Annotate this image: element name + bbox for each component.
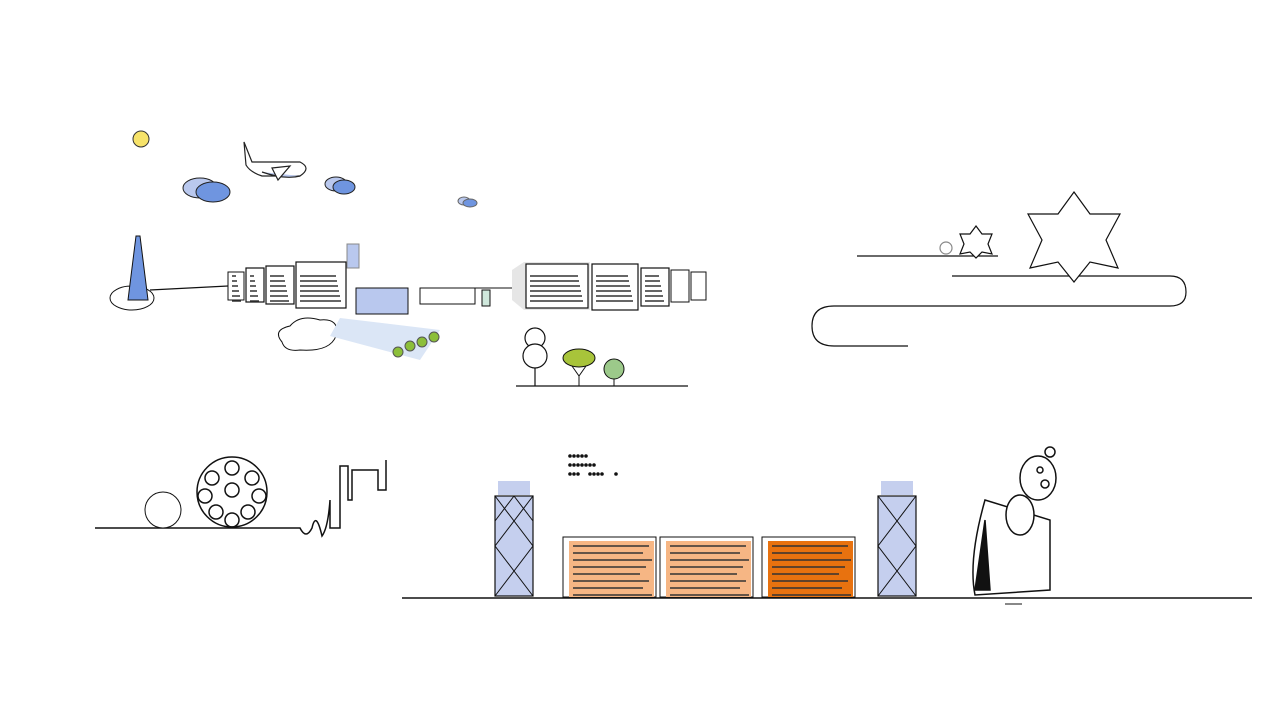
- dot: [588, 463, 592, 467]
- cloud-icon: [182, 177, 231, 203]
- dot-cluster: [568, 454, 618, 476]
- dot: [596, 472, 600, 476]
- glass-tower: [494, 481, 534, 597]
- tree-icon: [562, 348, 596, 386]
- city-skyline: [109, 235, 707, 360]
- dot: [572, 454, 576, 458]
- flower-track: [811, 190, 1187, 347]
- building: [245, 267, 265, 303]
- dot: [584, 454, 588, 458]
- building: [265, 265, 295, 305]
- dot: [588, 472, 592, 476]
- dot: [576, 463, 580, 467]
- dot: [568, 472, 572, 476]
- dot: [614, 472, 618, 476]
- door: [481, 289, 491, 307]
- tree-icon: [603, 358, 625, 386]
- dot: [568, 454, 572, 458]
- cloud-icon: [457, 196, 478, 208]
- building: [670, 269, 690, 303]
- glass-tower: [877, 481, 917, 597]
- dot: [576, 454, 580, 458]
- telescope-sculpture-icon: [972, 446, 1057, 605]
- sphere-hole: [244, 470, 260, 486]
- building: [419, 287, 476, 305]
- cloud-outline: [277, 317, 338, 351]
- dot: [584, 463, 588, 467]
- radio-tower-icon: [127, 235, 149, 301]
- building: [640, 267, 670, 307]
- dot: [592, 472, 596, 476]
- palm-trees: [392, 331, 440, 358]
- airplane-icon: [243, 141, 307, 182]
- building: [690, 271, 707, 301]
- sphere-hole: [224, 512, 240, 528]
- dot: [600, 472, 604, 476]
- dot: [592, 463, 596, 467]
- sun-icon: [132, 130, 150, 148]
- building: [355, 287, 409, 315]
- spheres-track: [95, 456, 387, 538]
- sphere-hole: [197, 488, 213, 504]
- building: [346, 243, 360, 269]
- sphere-hole: [208, 504, 224, 520]
- dot: [568, 463, 572, 467]
- dot: [580, 454, 584, 458]
- sky-group: [132, 130, 478, 208]
- star-flower-icon: [939, 190, 1122, 283]
- tree-icon: [522, 327, 548, 386]
- dot: [572, 472, 576, 476]
- sphere-icon: [196, 456, 268, 528]
- dot: [572, 463, 576, 467]
- cloud-icon: [324, 176, 356, 195]
- sphere-hole: [204, 470, 220, 486]
- sphere-hole: [240, 504, 256, 520]
- sphere-hole: [224, 460, 240, 476]
- sphere-hole: [224, 482, 240, 498]
- dot: [576, 472, 580, 476]
- park: [516, 327, 688, 387]
- ground-scene: [402, 446, 1252, 605]
- building: [591, 263, 639, 311]
- sphere-icon: [144, 491, 182, 529]
- dot: [580, 463, 584, 467]
- sphere-hole: [251, 488, 267, 504]
